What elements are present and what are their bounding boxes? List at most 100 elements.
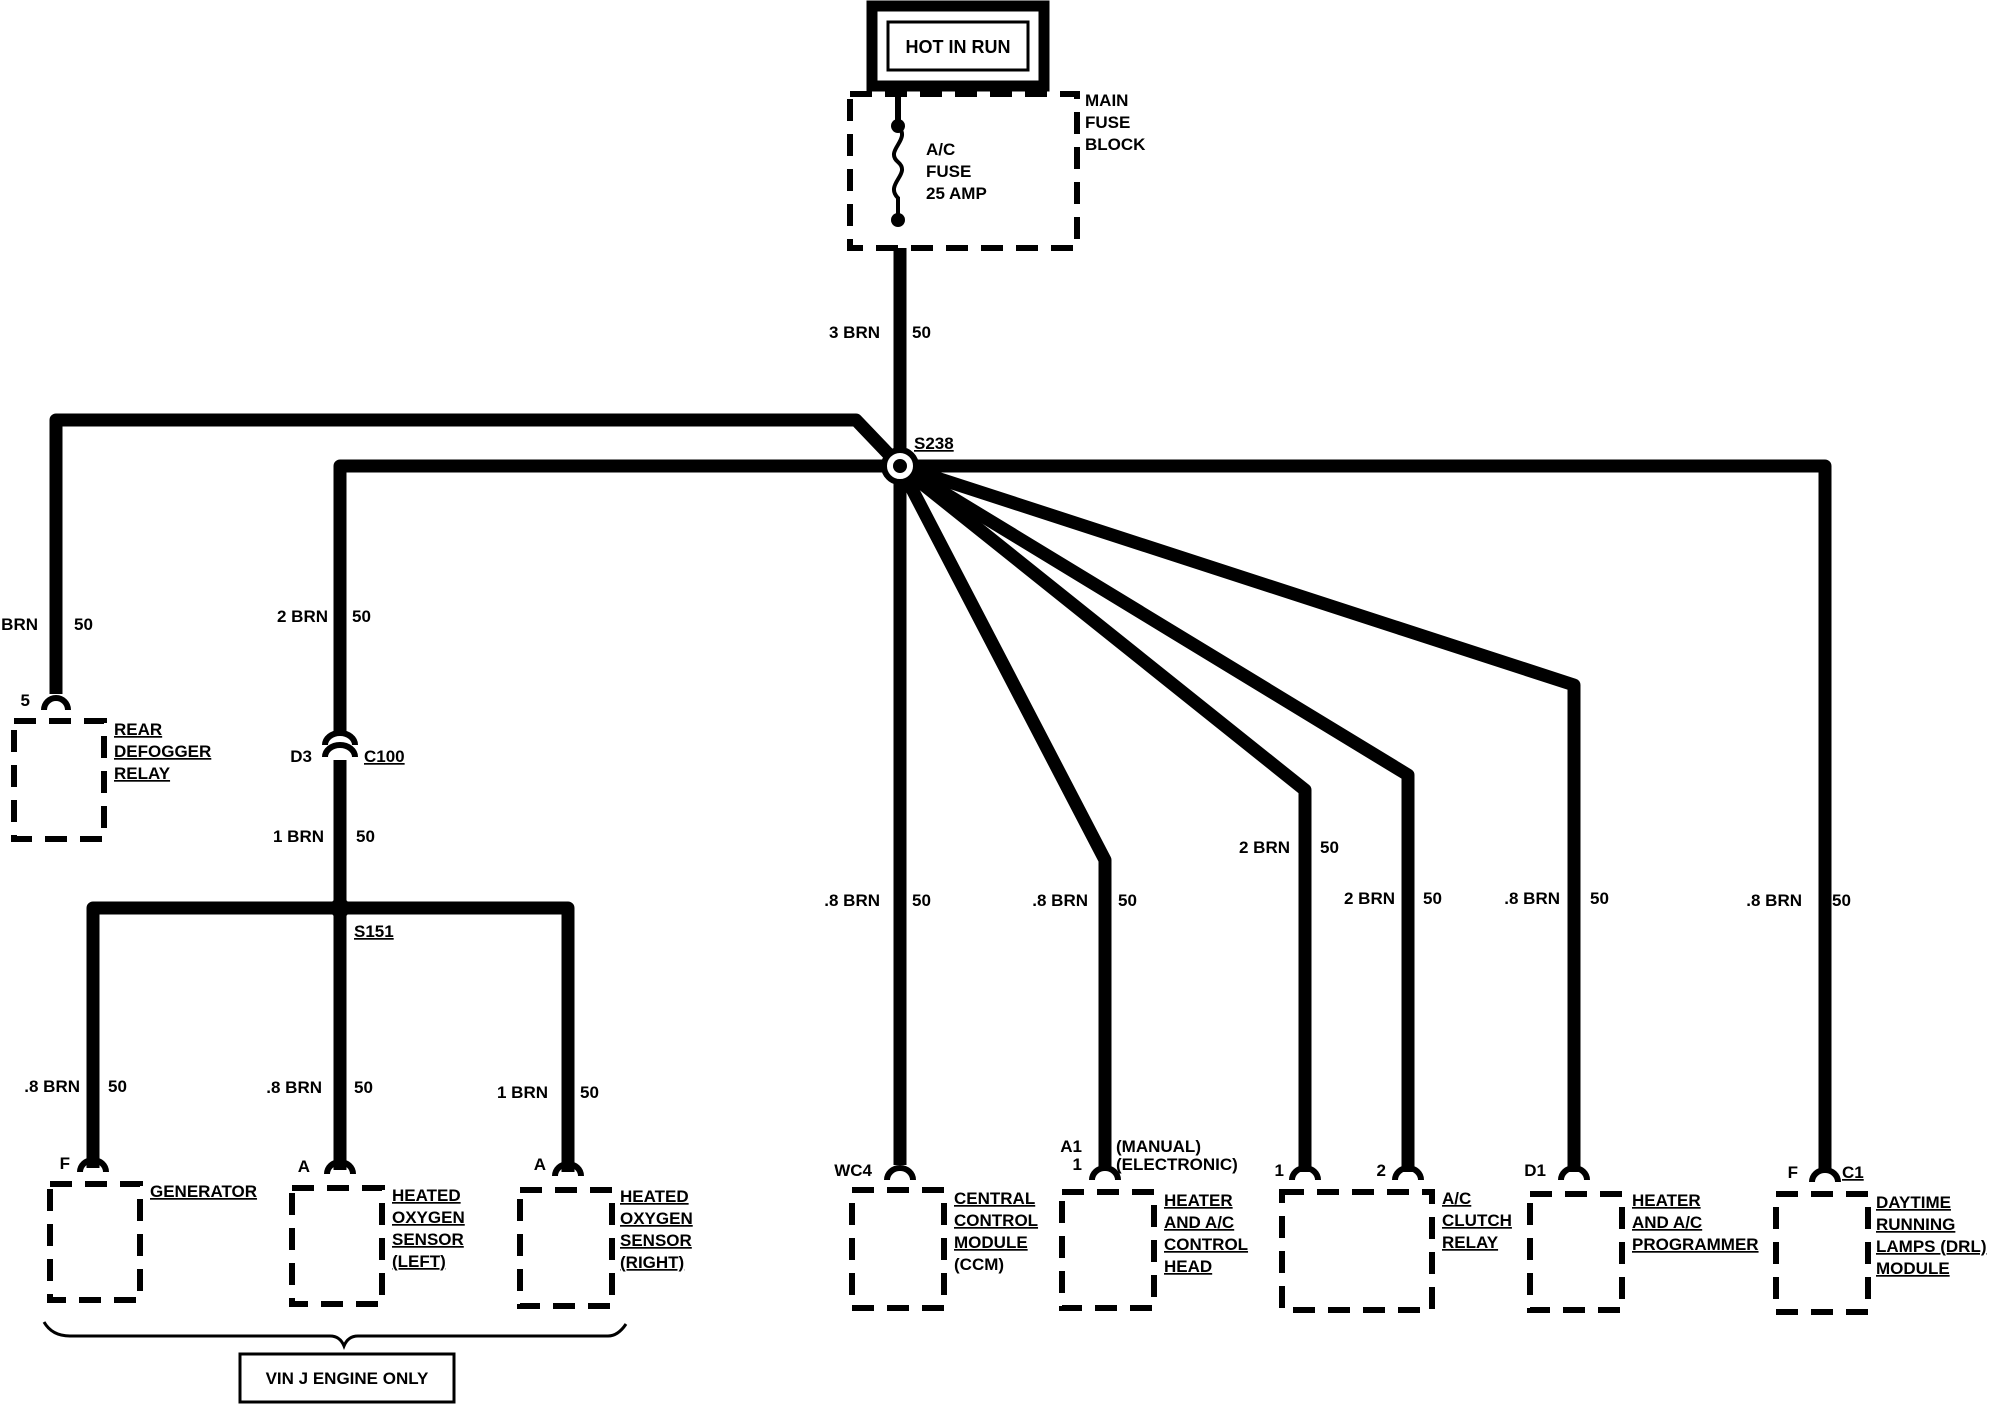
fuse-block-name-3: BLOCK xyxy=(1085,135,1146,154)
clutch-relay-wire-2-circuit: 50 xyxy=(1423,889,1442,908)
clutch-relay-connector-1 xyxy=(1289,1165,1321,1181)
generator-wire xyxy=(86,901,340,1168)
rear-defogger-pin: 5 xyxy=(21,691,30,710)
programmer-pin: D1 xyxy=(1524,1161,1546,1180)
ccm-wire-circuit: 50 xyxy=(912,891,931,910)
oxygen-right-box xyxy=(517,1187,615,1309)
oxygen-left-connector xyxy=(324,1159,356,1175)
control-head-wire-size: .8 BRN xyxy=(1032,891,1088,910)
rear-defogger-wire xyxy=(49,413,905,694)
drl-name-4: MODULE xyxy=(1876,1259,1950,1278)
ac-fuse-label: A/C FUSE 25 AMP xyxy=(926,140,987,203)
rear-defogger-wire-circuit: 50 xyxy=(74,615,93,634)
fuse-block-name-2: FUSE xyxy=(1085,113,1130,132)
fuse-label-3: 25 AMP xyxy=(926,184,987,203)
programmer-connector xyxy=(1558,1165,1590,1181)
control-head-wire xyxy=(894,462,1112,1168)
programmer-name-3: PROGRAMMER xyxy=(1632,1235,1759,1254)
programmer-wire-circuit: 50 xyxy=(1590,889,1609,908)
control-head-wire-circuit: 50 xyxy=(1118,891,1137,910)
ccm-name-1: CENTRAL xyxy=(954,1189,1035,1208)
rear-defogger-name-3: RELAY xyxy=(114,764,171,783)
control-head-name-1: HEATER xyxy=(1164,1191,1233,1210)
generator-wire-circuit: 50 xyxy=(108,1077,127,1096)
clutch-relay-wire-2-size: 2 BRN xyxy=(1344,889,1395,908)
oxygen-left-name-2: OXYGEN xyxy=(392,1208,465,1227)
control-head-variant-electronic: (ELECTRONIC) xyxy=(1116,1155,1238,1174)
ccm-name-3: MODULE xyxy=(954,1233,1028,1252)
control-head-connector xyxy=(1089,1165,1121,1181)
ccm-wire-size: .8 BRN xyxy=(824,891,880,910)
rear-defogger-connector xyxy=(41,695,71,711)
programmer-wire-size: .8 BRN xyxy=(1504,889,1560,908)
oxygen-right-name-4: (RIGHT) xyxy=(620,1253,684,1272)
main-fuse-block-box xyxy=(847,91,1080,251)
rear-defogger-relay-box xyxy=(11,718,107,842)
oxygen-right-wire-size: 1 BRN xyxy=(497,1083,548,1102)
splice-s238 xyxy=(881,447,919,485)
drl-name-3: LAMPS (DRL) xyxy=(1876,1237,1986,1256)
generator-connector xyxy=(77,1157,109,1173)
control-head-box xyxy=(1059,1189,1157,1311)
c100-connector xyxy=(322,730,358,758)
oxygen-right-name-2: OXYGEN xyxy=(620,1209,693,1228)
oxygen-right-wire xyxy=(340,901,575,1172)
drl-name-2: RUNNING xyxy=(1876,1215,1955,1234)
rear-defogger-name-1: REAR xyxy=(114,720,162,739)
c100-upper-wire-circuit: 50 xyxy=(352,607,371,626)
control-head-name-2: AND A/C xyxy=(1164,1213,1234,1232)
control-head-pin-electronic: 1 xyxy=(1073,1155,1082,1174)
oxygen-left-wire-size: .8 BRN xyxy=(266,1078,322,1097)
main-fuse-block-name: MAIN FUSE BLOCK xyxy=(1085,91,1146,154)
c100-name: C100 xyxy=(364,747,405,766)
oxygen-right-name-1: HEATED xyxy=(620,1187,689,1206)
c100-upper-wire-size: 2 BRN xyxy=(277,607,328,626)
clutch-relay-name-3: RELAY xyxy=(1442,1233,1499,1252)
drl-connector xyxy=(1809,1167,1841,1183)
vin-j-note: VIN J ENGINE ONLY xyxy=(238,1352,456,1404)
programmer-name-1: HEATER xyxy=(1632,1191,1701,1210)
drl-wire-circuit: 50 xyxy=(1832,891,1851,910)
rear-defogger-wire-size: 1 BRN xyxy=(0,615,38,634)
generator-pin: F xyxy=(60,1154,70,1173)
programmer-box xyxy=(1527,1191,1625,1313)
rear-defogger-name-2: DEFOGGER xyxy=(114,742,211,761)
ac-fuse-symbol xyxy=(891,94,905,227)
generator-box xyxy=(47,1181,143,1303)
c100-lower-wire-circuit: 50 xyxy=(356,827,375,846)
fuse-label-1: A/C xyxy=(926,140,955,159)
vin-j-brace xyxy=(42,1321,628,1351)
oxygen-left-pin: A xyxy=(298,1157,310,1176)
oxygen-left-name-4: (LEFT) xyxy=(392,1252,446,1271)
splice-s151 xyxy=(330,898,350,918)
programmer-name-2: AND A/C xyxy=(1632,1213,1702,1232)
ccm-name-2: CONTROL xyxy=(954,1211,1038,1230)
fuse-block-name-1: MAIN xyxy=(1085,91,1128,110)
c100-upper-wire xyxy=(333,459,900,735)
drl-pin-1: F xyxy=(1788,1163,1798,1182)
clutch-relay-name-1: A/C xyxy=(1442,1189,1471,1208)
clutch-relay-wire-2 xyxy=(896,460,1415,1172)
oxygen-right-name-3: SENSOR xyxy=(620,1231,692,1250)
ccm-pin: WC4 xyxy=(834,1161,872,1180)
clutch-relay-box xyxy=(1279,1189,1435,1313)
generator-name: GENERATOR xyxy=(150,1182,257,1201)
control-head-name-3: CONTROL xyxy=(1164,1235,1248,1254)
control-head-name-4: HEAD xyxy=(1164,1257,1212,1276)
feed-wire-size: 3 BRN xyxy=(829,323,880,342)
oxygen-right-connector xyxy=(552,1161,584,1177)
ccm-connector xyxy=(884,1165,916,1181)
clutch-relay-wire-1-size: 2 BRN xyxy=(1239,838,1290,857)
clutch-relay-pin-2: 2 xyxy=(1377,1161,1386,1180)
splice-s151-label: S151 xyxy=(354,922,394,941)
splice-s238-label: S238 xyxy=(914,434,954,453)
c100-pin: D3 xyxy=(290,747,312,766)
oxygen-left-wire-circuit: 50 xyxy=(354,1078,373,1097)
drl-wire-size: .8 BRN xyxy=(1746,891,1802,910)
programmer-wire xyxy=(897,459,1581,1172)
c100-lower-wire-size: 1 BRN xyxy=(273,827,324,846)
ccm-name-4: (CCM) xyxy=(954,1255,1004,1274)
drl-box xyxy=(1773,1191,1871,1315)
oxygen-left-name-1: HEATED xyxy=(392,1186,461,1205)
